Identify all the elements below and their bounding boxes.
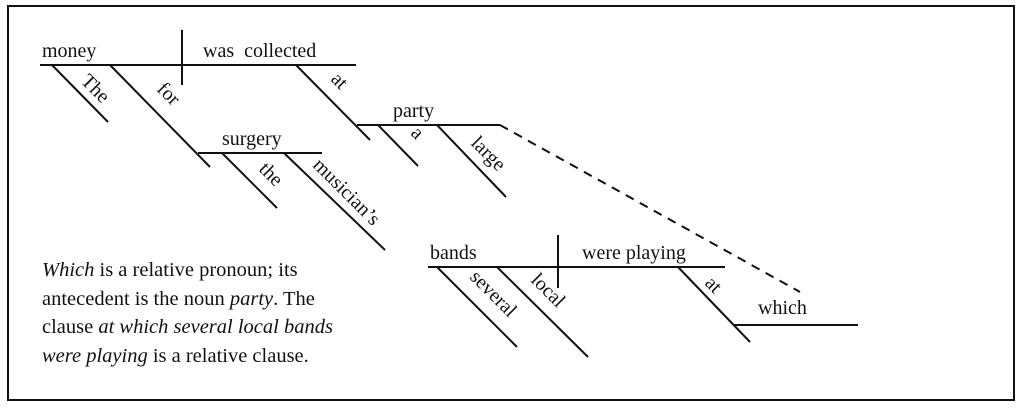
- modifier-line-a: [377, 124, 419, 167]
- word-the: The: [76, 70, 114, 108]
- caption-italic: at which several local bands: [98, 316, 333, 338]
- caption-italic: Which: [42, 259, 95, 281]
- word-party: party: [393, 100, 434, 122]
- prep-line-for: [109, 64, 211, 168]
- caption-line: were playing is a relative clause.: [42, 342, 333, 371]
- caption-text: is a relative clause.: [147, 344, 309, 367]
- word-large: large: [466, 132, 510, 176]
- word-musicians: musician’s: [308, 154, 384, 230]
- caption-line: antecedent is the noun party. The: [42, 285, 333, 314]
- word-bands: bands: [430, 242, 477, 264]
- modifier-line-the: [51, 64, 109, 123]
- explanation-caption: Which is a relative pronoun; its anteced…: [42, 256, 333, 370]
- word-the-2: the: [254, 158, 287, 191]
- prep-line-at: [295, 64, 371, 141]
- word-for: for: [152, 78, 184, 110]
- word-surgery: surgery: [222, 128, 282, 150]
- caption-text: is a relative pronoun; its: [94, 259, 298, 281]
- word-were-playing: were playing: [582, 242, 686, 264]
- caption-line: Which is a relative pronoun; its: [42, 256, 333, 285]
- word-money: money: [42, 40, 96, 62]
- modifier-line-large: [436, 124, 507, 198]
- caption-italic: were playing: [42, 344, 148, 367]
- word-at: at: [326, 68, 352, 94]
- caption-text: clause: [42, 316, 99, 338]
- caption-text: antecedent is the noun: [42, 287, 230, 310]
- modifier-line-musicians: [283, 152, 386, 251]
- word-several: several: [465, 266, 521, 322]
- caption-italic: party: [229, 287, 274, 310]
- word-local: local: [526, 269, 569, 312]
- caption-text: . The: [273, 287, 315, 310]
- modifier-line-local: [496, 266, 589, 358]
- diagram-frame: [7, 5, 1015, 401]
- modifier-line-the-2: [221, 152, 278, 209]
- prep-line-at-2: [677, 266, 751, 343]
- word-was-collected: was collected: [203, 40, 316, 62]
- caption-line: clause at which several local bands: [42, 313, 333, 342]
- word-which: which: [758, 297, 807, 319]
- modifier-line-several: [436, 266, 518, 348]
